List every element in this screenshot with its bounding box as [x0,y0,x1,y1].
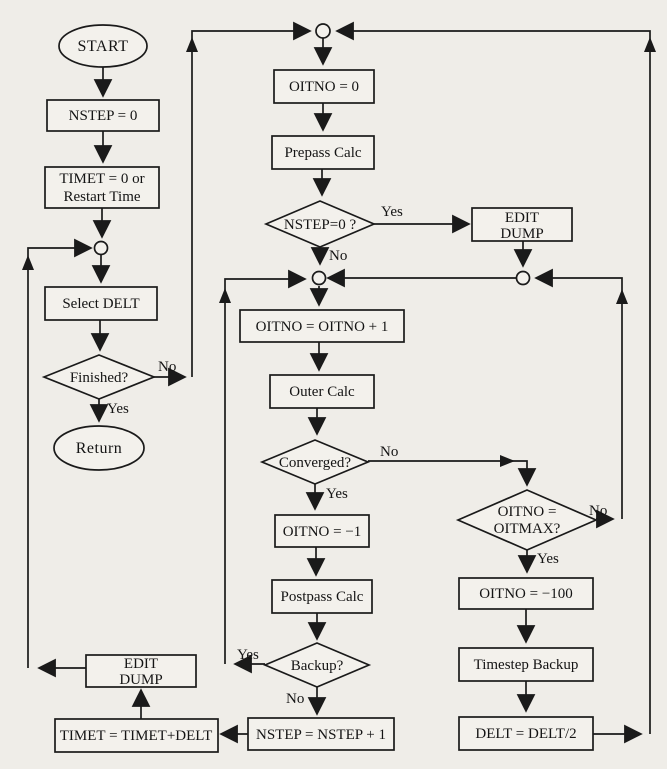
label-nstep-check-yes: Yes [381,204,403,220]
label-oitmax-no: No [589,503,607,519]
process-edit-dump-top-line2: DUMP [500,226,543,242]
connector-top [315,23,331,39]
process-select-delt [44,286,158,321]
arrowhead-up-right-outer-loop [644,37,656,52]
process-edit-dump-top-line1: EDIT [505,210,539,226]
arrowhead-right-converged-no [500,455,515,467]
label-converged-no: No [380,444,398,460]
decision-finished-label: Finished? [70,370,129,386]
edge-backup-yes-loop-to-mid-connector [224,269,307,664]
label-nstep-check-no: No [329,248,347,264]
terminator-return [53,425,145,471]
process-nstep-increment [247,717,395,751]
label-backup-yes: Yes [237,647,259,663]
decision-backup [262,642,372,688]
connector-right [515,270,531,286]
process-timet-init [44,166,160,209]
connector-mid [311,270,327,286]
decision-finished [41,354,157,400]
process-oitno-increment [239,309,405,343]
process-nstep-increment-label: NSTEP = NSTEP + 1 [256,727,386,743]
edges [22,21,656,744]
process-nstep-init-label: NSTEP = 0 [69,108,138,124]
decision-nstep-check [263,200,377,248]
process-nstep-init [46,99,160,132]
process-timestep-backup-label: Timestep Backup [474,657,579,673]
process-timet-init-line2: Restart Time [63,189,140,205]
edge-labels: No Yes Yes No No Yes Yes No No Yes [107,204,607,707]
terminator-start [58,24,148,68]
process-oitno-neg100-label: OITNO = −100 [479,586,573,602]
nodes: START NSTEP = 0 TIMET = 0 or Restart Tim… [41,23,599,753]
label-finished-yes: Yes [107,401,129,417]
label-backup-no: No [286,691,304,707]
decision-backup-label: Backup? [291,658,344,674]
process-edit-dump-bottom-line2: DUMP [119,672,162,688]
terminator-start-label: START [78,38,129,55]
process-edit-dump-top [471,207,573,242]
process-timet-init-line1: TIMET = 0 or [59,171,144,187]
arrowhead-up-backup-loop [219,288,231,303]
decision-converged [259,439,371,485]
label-finished-no: No [158,359,176,375]
process-outer-calc [269,374,375,409]
decision-nstep-check-label: NSTEP=0 ? [284,217,357,233]
decision-oitmax-check [455,489,599,551]
process-oitno-neg1 [274,514,370,548]
process-oitno-increment-label: OITNO = OITNO + 1 [256,319,389,335]
edge-edit-dump-loop-to-left-connector [27,238,93,668]
process-prepass-calc-label: Prepass Calc [284,145,361,161]
process-oitno-neg1-label: OITNO = −1 [283,524,362,540]
process-timet-update [54,718,219,753]
label-oitmax-yes: Yes [537,551,559,567]
label-converged-yes: Yes [326,486,348,502]
process-edit-dump-bottom [85,654,197,688]
terminator-return-label: Return [76,440,123,457]
process-postpass-calc-label: Postpass Calc [281,589,364,605]
process-timet-update-label: TIMET = TIMET+DELT [60,728,212,744]
edge-delt-loop-to-top-connector [335,21,651,734]
arrowhead-up-edit-dump-loop [22,255,34,270]
process-select-delt-label: Select DELT [62,296,139,312]
decision-oitmax-check-line1: OITNO = [498,504,557,520]
edge-finished-no-loop-to-top-connector [191,21,312,377]
decision-converged-label: Converged? [279,455,352,471]
process-oitno-init [273,69,375,104]
connector-left [93,240,109,256]
process-delt-half [458,716,594,751]
process-oitno-neg100 [458,577,594,610]
process-oitno-init-label: OITNO = 0 [289,79,359,95]
arrowhead-up-oitmax-loop [616,289,628,304]
edge-converged-no-to-oitmax [368,460,537,487]
process-postpass-calc [271,579,373,614]
arrowhead-up-left-outer-loop [186,37,198,52]
edge-oitmax-no-loop-to-right-connector [534,268,623,519]
process-outer-calc-label: Outer Calc [289,384,355,400]
process-edit-dump-bottom-line1: EDIT [124,656,158,672]
decision-oitmax-check-line2: OITMAX? [494,521,561,537]
process-delt-half-label: DELT = DELT/2 [475,726,576,742]
process-timestep-backup [458,647,594,682]
process-prepass-calc [271,135,375,170]
